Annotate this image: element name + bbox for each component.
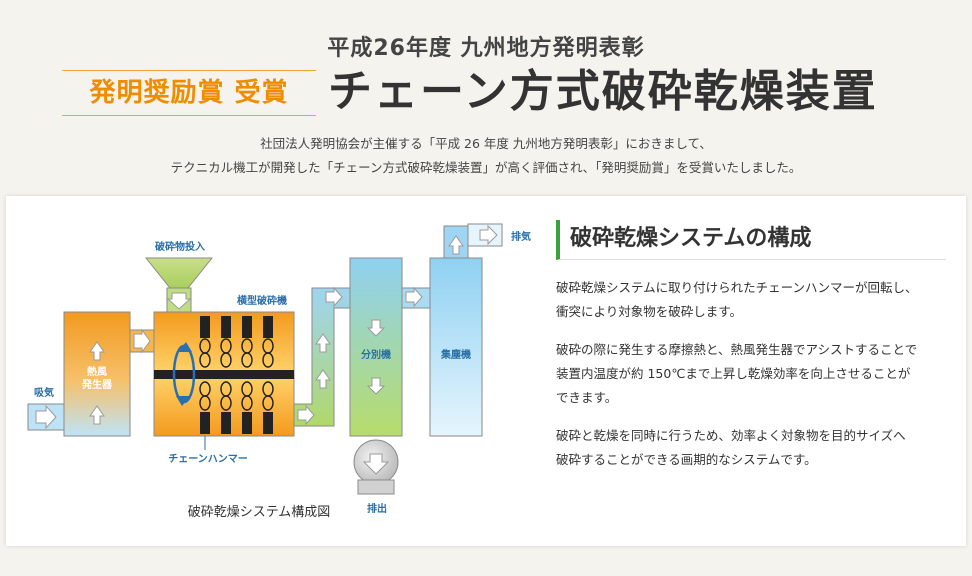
intro-line-2: テクニカル機工が開発した「チェーン方式破砕乾燥装置」が高く評価され、「発明奨励賞… xyxy=(170,160,802,175)
description-line: 破砕と乾燥を同時に行うため、効率よく対象物を目的サイズへ xyxy=(556,428,906,443)
chain-hammers xyxy=(199,316,274,434)
label-hammer: チェーンハンマー xyxy=(168,453,248,465)
arrow-right-icon xyxy=(297,404,315,426)
arrow-right-icon xyxy=(325,286,343,308)
description-line: できます。 xyxy=(556,390,618,405)
description-line: 衝突により対象物を破砕します。 xyxy=(556,304,743,319)
label-collector: 集塵機 xyxy=(440,348,471,361)
arrow-up-icon xyxy=(448,235,464,255)
label-discharge: 排出 xyxy=(367,502,387,515)
arrow-right-icon xyxy=(405,286,423,308)
description-paragraph-1: 破砕乾燥システムに取り付けられたチェーンハンマーが回転し、 衝突により対象物を破… xyxy=(556,276,946,324)
dust-collector xyxy=(429,257,483,437)
description-line: 破砕することができる画期的なシステムです。 xyxy=(556,452,817,467)
arrow-right-icon xyxy=(35,404,57,430)
label-separator: 分別機 xyxy=(361,348,391,361)
label-intake: 吸気 xyxy=(34,386,54,399)
intro-text: 社団法人発明協会が主催する「平成 26 年度 九州地方発明表彰」におきまして、 … xyxy=(0,132,972,180)
hot-air-generator xyxy=(63,311,131,437)
arrow-up-icon xyxy=(315,333,331,353)
arrow-down-icon xyxy=(166,292,192,310)
label-feed: 破砕物投入 xyxy=(155,240,205,253)
fan-base xyxy=(357,479,395,495)
description-line: 装置内温度が約 150℃まで上昇し乾燥効率を向上させることが xyxy=(556,366,911,381)
transfer-duct xyxy=(293,287,351,427)
description-line: 破砕の際に発生する摩擦熱と、熱風発生器でアシストすることで xyxy=(556,342,918,357)
arrow-down-icon xyxy=(366,319,386,337)
intro-line-1: 社団法人発明協会が主催する「平成 26 年度 九州地方発明表彰」におきまして、 xyxy=(260,136,712,151)
description-paragraph-3: 破砕と乾燥を同時に行うため、効率よく対象物を目的サイズへ 破砕することができる画… xyxy=(556,424,946,472)
feed-hopper xyxy=(144,257,214,289)
flow-arrows xyxy=(35,224,498,475)
section-heading: 破砕乾燥システムの構成 xyxy=(556,220,946,260)
label-heater-1: 熱風 xyxy=(87,365,107,378)
label-exhaust: 排気 xyxy=(511,230,531,243)
description-line: 破砕乾燥システムに取り付けられたチェーンハンマーが回転し、 xyxy=(556,280,918,295)
page-title: チェーン方式破砕乾燥装置 xyxy=(328,66,878,117)
arrow-right-icon xyxy=(479,224,498,246)
rotation-arrow-icon xyxy=(172,342,196,406)
arrow-up-icon xyxy=(89,341,105,361)
separator xyxy=(349,257,403,437)
arrow-up-icon xyxy=(89,405,105,425)
label-crusher: 横型破砕機 xyxy=(237,294,287,307)
arrow-down-icon xyxy=(366,377,386,395)
rotor-shaft xyxy=(154,370,294,379)
arrow-right-icon xyxy=(133,328,151,354)
arrow-down-icon xyxy=(362,453,390,475)
description-paragraph-2: 破砕の際に発生する摩擦熱と、熱風発生器でアシストすることで 装置内温度が約 15… xyxy=(556,338,946,410)
label-heater-2: 発生器 xyxy=(81,378,113,391)
diagram-caption: 破砕乾燥システム構成図 xyxy=(188,505,331,520)
award-event-title: 平成26年度 九州地方発明表彰 xyxy=(327,36,645,61)
arrow-up-icon xyxy=(315,369,331,389)
award-badge: 発明奨励賞 受賞 xyxy=(62,70,316,116)
